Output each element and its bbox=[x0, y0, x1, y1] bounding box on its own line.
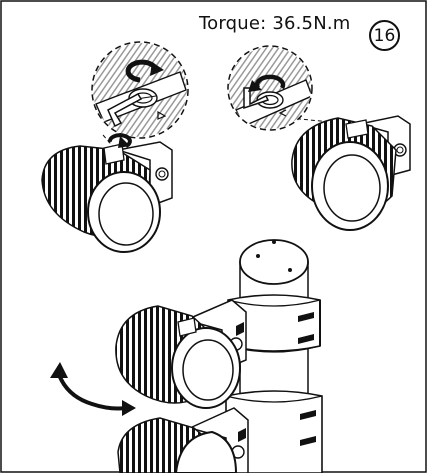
spotlight-mounted-top bbox=[115, 299, 247, 409]
spotlight-upper-right bbox=[291, 115, 411, 231]
hex-key-icon bbox=[107, 93, 143, 128]
spotlight-upper-left bbox=[41, 133, 173, 253]
spotlight-mounted-bottom bbox=[117, 407, 249, 473]
curved-double-arrow-icon bbox=[50, 362, 136, 416]
hex-key-icon-right bbox=[243, 87, 270, 110]
mounting-pole bbox=[225, 239, 323, 473]
step-number-badge: 16 bbox=[369, 20, 400, 51]
step-number: 16 bbox=[373, 25, 396, 46]
callout-left bbox=[91, 41, 189, 153]
torque-label: Torque: 36.5N.m bbox=[199, 13, 351, 34]
callout-right bbox=[227, 45, 331, 131]
clockwise-arrow-icon bbox=[254, 74, 286, 90]
